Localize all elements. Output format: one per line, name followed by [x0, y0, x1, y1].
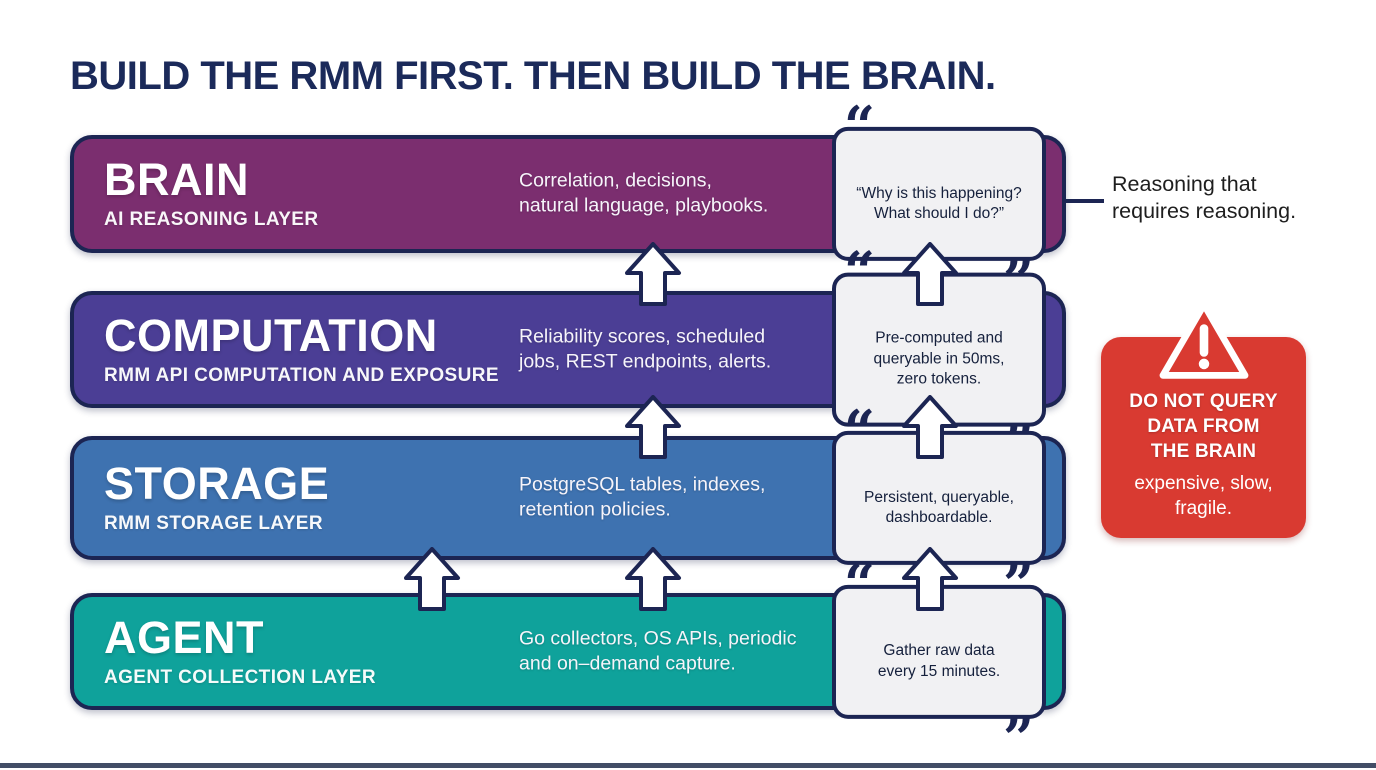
bottom-edge — [0, 763, 1376, 768]
layer-agent-sublabel: AGENT COLLECTION LAYER — [104, 666, 376, 688]
quote-open-icon: “ — [844, 93, 876, 158]
layer-computation-description: Reliability scores, scheduled jobs, REST… — [519, 325, 772, 373]
up-arrow-icon — [902, 242, 958, 306]
layer-computation: COMPUTATION RMM API COMPUTATION AND EXPO… — [70, 244, 1066, 473]
up-arrow-icon — [902, 547, 958, 611]
layer-storage-description: PostgreSQL tables, indexes, retention po… — [519, 473, 766, 521]
layer-brain-name: BRAIN — [104, 154, 249, 205]
layer-brain-sublabel: AI REASONING LAYER — [104, 209, 319, 230]
layer-agent: AGENT AGENT COLLECTION LAYER Go collecto… — [70, 556, 1066, 765]
warning-title: DO NOT QUERY DATA FROM THE BRAIN — [1129, 391, 1278, 463]
page-title: BUILD THE RMM FIRST. THEN BUILD THE BRAI… — [70, 54, 996, 98]
quote-close-icon: ” — [1002, 705, 1034, 770]
layer-agent-description: Go collectors, OS APIs, periodic and on–… — [519, 627, 797, 675]
connector-line — [1064, 199, 1104, 203]
annotation-note: Reasoning that requires reasoning. — [1112, 172, 1297, 223]
up-arrow-icon — [625, 547, 681, 611]
quote-text: Pre-computed and queryable in 50ms, zero… — [873, 330, 1005, 388]
layer-storage-name: STORAGE — [104, 458, 330, 509]
up-arrow-icon — [902, 395, 958, 459]
quote-text: Gather raw data every 15 minutes. — [877, 642, 1001, 680]
quote-text: “Why is this happening? What should I do… — [856, 184, 1022, 223]
warning-card: DO NOT QUERY DATA FROM THE BRAIN expensi… — [1101, 301, 1306, 538]
layer-agent-name: AGENT — [104, 611, 264, 663]
up-arrow-icon — [625, 395, 681, 459]
quote-text: Persistent, queryable, dashboardable. — [864, 488, 1014, 527]
up-arrow-icon — [625, 242, 681, 306]
layer-agent-head: AGENT AGENT COLLECTION LAYER — [104, 615, 376, 689]
layer-computation-head: COMPUTATION RMM API COMPUTATION AND EXPO… — [104, 313, 499, 387]
layer-computation-name: COMPUTATION — [104, 309, 438, 361]
layer-storage-sublabel: RMM STORAGE LAYER — [104, 513, 323, 534]
layer-brain-quote-box: “ “Why is this happening? What should I … — [832, 99, 1046, 307]
up-arrow-icon — [404, 547, 460, 611]
layer-storage-head: STORAGE RMM STORAGE LAYER — [104, 461, 329, 535]
warning-triangle-icon — [1159, 301, 1248, 379]
layer-storage: STORAGE RMM STORAGE LAYER PostgreSQL tab… — [70, 403, 1066, 611]
layer-brain: BRAIN AI REASONING LAYER Correlation, de… — [70, 99, 1066, 307]
warning-subtitle: expensive, slow, fragile. — [1134, 473, 1273, 519]
layer-brain-head: BRAIN AI REASONING LAYER — [104, 157, 318, 231]
layer-brain-description: Correlation, decisions, natural language… — [519, 169, 769, 217]
layer-computation-sublabel: RMM API COMPUTATION AND EXPOSURE — [104, 364, 499, 386]
